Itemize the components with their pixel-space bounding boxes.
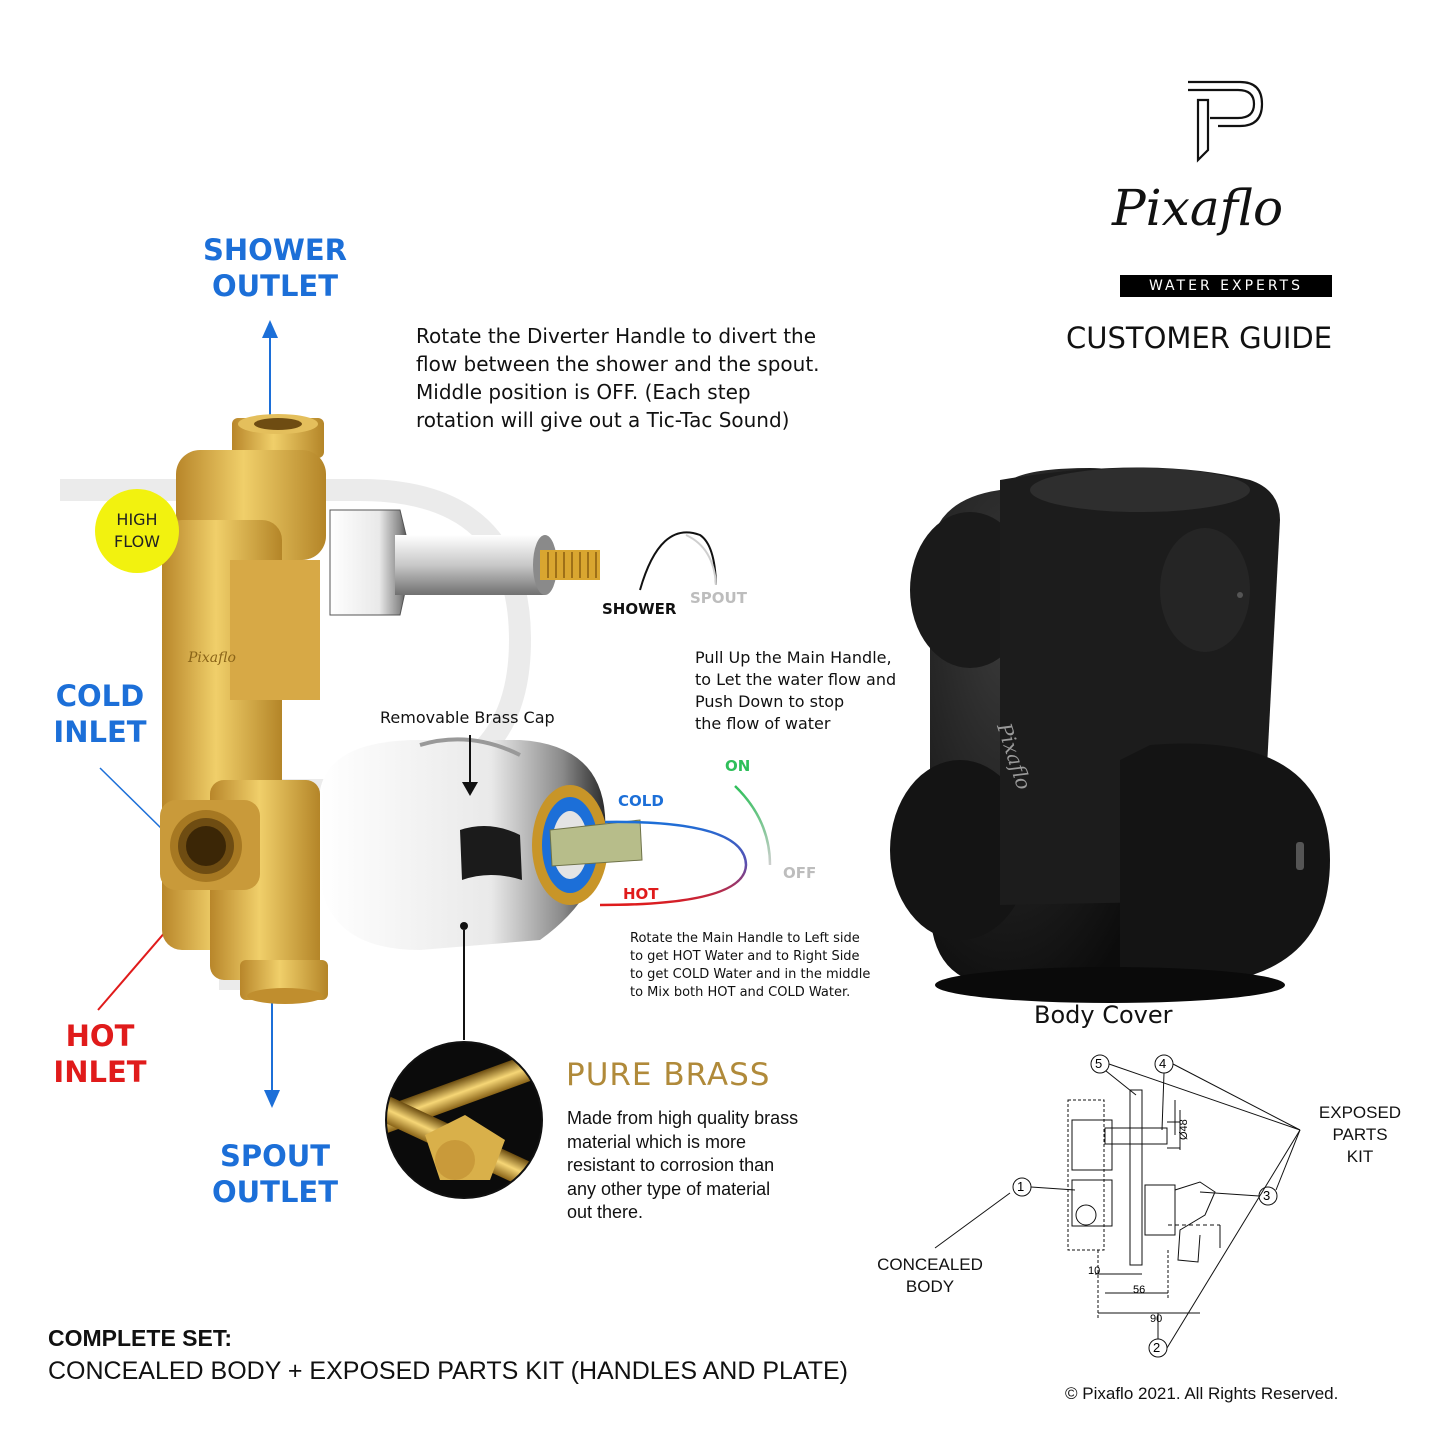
- hot-inlet-label: HOT INLET: [40, 1018, 160, 1090]
- pure-brass-closeup: [386, 1042, 542, 1198]
- cold-inlet-label: COLD INLET: [40, 678, 160, 750]
- brass-cap-label: Removable Brass Cap: [380, 708, 555, 727]
- cold-label: COLD: [618, 792, 664, 810]
- pull-line3: Push Down to stop: [695, 692, 845, 711]
- shower-outlet-line1: SHOWER: [203, 233, 347, 267]
- diverter-line2: flow between the shower and the spout.: [416, 352, 820, 376]
- high-flow-line1: HIGH: [116, 510, 158, 529]
- callout-2: 2: [1153, 1340, 1161, 1355]
- pure-brass-line3: resistant to corrosion than: [567, 1155, 775, 1175]
- spout-outlet-label: SPOUT OUTLET: [190, 1138, 360, 1210]
- tagline-bar: [1120, 275, 1332, 297]
- high-flow-line2: FLOW: [114, 532, 160, 551]
- brand-tagline: WATER EXPERTS: [1148, 278, 1303, 294]
- copyright-notice: © Pixaflo 2021. All Rights Reserved.: [1065, 1384, 1339, 1403]
- rotate-line1: Rotate the Main Handle to Left side: [630, 931, 860, 946]
- off-label: OFF: [783, 864, 817, 882]
- pure-brass-line2: material which is more: [567, 1131, 747, 1152]
- dimension-90: 90: [1150, 1313, 1163, 1325]
- complete-set-description: CONCEALED BODY + EXPOSED PARTS KIT (HAND…: [48, 1357, 848, 1385]
- spout-outlet-line1: SPOUT: [219, 1139, 331, 1173]
- exposed-line2: PARTS: [1332, 1125, 1388, 1144]
- diverter-arc-spout: [685, 534, 717, 586]
- callout-1: 1: [1017, 1179, 1025, 1194]
- dimension-diameter: Ø48: [1178, 1119, 1190, 1140]
- callout-5: 5: [1095, 1056, 1103, 1071]
- diverter-spindle: [329, 509, 600, 616]
- rotate-instructions: Rotate the Main Handle to Left side to g…: [630, 930, 900, 1002]
- rotate-line4: to Mix both HOT and COLD Water.: [630, 985, 851, 1000]
- cold-inlet-line1: COLD: [55, 679, 145, 713]
- pull-instructions: Pull Up the Main Handle, to Let the wate…: [695, 647, 925, 735]
- diverter-shower-label: SHOWER: [602, 600, 677, 618]
- complete-set-title: COMPLETE SET:: [48, 1325, 233, 1351]
- guide-title: CUSTOMER GUIDE: [1066, 321, 1333, 355]
- body-cover-label: Body Cover: [1034, 1001, 1173, 1029]
- exposed-line1: EXPOSED: [1318, 1103, 1402, 1122]
- pure-brass-description: Made from high quality brass material wh…: [567, 1107, 837, 1225]
- rotate-line2: to get HOT Water and to Right Side: [630, 949, 860, 964]
- diverter-line1: Rotate the Diverter Handle to divert the: [416, 324, 817, 348]
- rotate-line3: to get COLD Water and in the middle: [630, 967, 871, 982]
- callout-3: 3: [1263, 1188, 1271, 1203]
- on-label: ON: [725, 757, 751, 775]
- cold-hot-arc: [599, 820, 748, 907]
- brass-valve-body: [160, 414, 328, 1004]
- technical-drawing: [934, 1054, 1301, 1358]
- diverter-line4: rotation will give out a Tic-Tac Sound): [416, 408, 790, 432]
- pull-line2: to Let the water flow and: [695, 670, 897, 689]
- diverter-instructions: Rotate the Diverter Handle to divert the…: [416, 322, 856, 434]
- exposed-parts-kit-label: EXPOSED PARTS KIT: [1300, 1102, 1420, 1168]
- brand-name: Pixaflo: [1112, 179, 1284, 237]
- diverter-arc: [639, 531, 717, 591]
- cold-inlet-line2: INLET: [53, 715, 147, 749]
- dimension-10: 10: [1088, 1265, 1101, 1277]
- concealed-line2: BODY: [905, 1277, 955, 1296]
- pull-line1: Pull Up the Main Handle,: [695, 648, 892, 667]
- diverter-line3: Middle position is OFF. (Each step: [416, 380, 751, 404]
- concealed-line1: CONCEALED: [877, 1255, 983, 1274]
- pure-brass-line4: any other type of material: [567, 1178, 771, 1199]
- hot-label: HOT: [623, 885, 659, 903]
- diverter-spout-label: SPOUT: [690, 589, 747, 607]
- exposed-line3: KIT: [1346, 1147, 1374, 1166]
- high-flow-text: HIGH FLOW: [97, 509, 177, 553]
- body-cover: [890, 467, 1330, 1003]
- on-off-arc: [734, 785, 772, 866]
- main-brass-cap: [320, 737, 643, 950]
- shower-outlet-label: SHOWER OUTLET: [190, 232, 360, 304]
- callout-4: 4: [1159, 1056, 1167, 1071]
- pull-line4: the flow of water: [695, 714, 831, 733]
- pure-brass-line5: out there.: [567, 1202, 644, 1222]
- spout-outlet-line2: OUTLET: [211, 1175, 339, 1209]
- high-flow-badge: [95, 489, 179, 573]
- pure-brass-line1: Made from high quality brass: [567, 1108, 799, 1128]
- concealed-body-label: CONCEALED BODY: [860, 1254, 1000, 1298]
- hot-inlet-line1: HOT: [65, 1019, 135, 1053]
- shower-outlet-line2: OUTLET: [211, 269, 339, 303]
- dimension-56: 56: [1133, 1284, 1146, 1296]
- pure-brass-title: PURE BRASS: [566, 1057, 771, 1093]
- hot-inlet-line2: INLET: [53, 1055, 147, 1089]
- cold-inlet-pointer: [99, 767, 166, 833]
- pixaflo-logo-icon: [1188, 80, 1264, 163]
- body-engraving: Pixaflo: [188, 650, 236, 666]
